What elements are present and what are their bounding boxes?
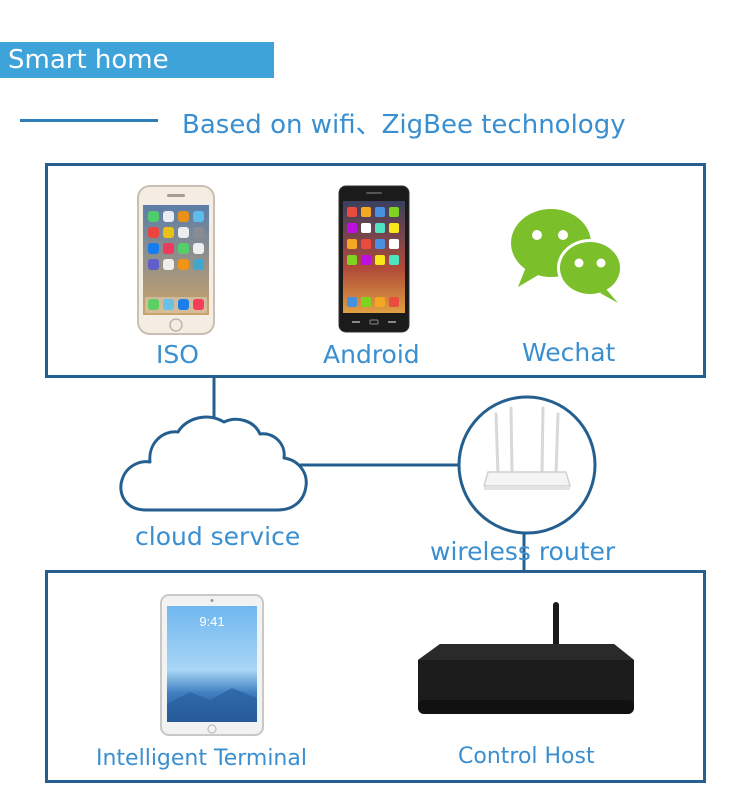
iso-label: ISO xyxy=(156,340,199,369)
cloud-icon xyxy=(116,410,312,518)
tablet-icon: 9:41 xyxy=(160,594,264,736)
wechat-label: Wechat xyxy=(522,338,615,367)
wechat-icon xyxy=(508,205,626,305)
wireless-router-label: wireless router xyxy=(430,537,615,566)
intelligent-terminal-label: Intelligent Terminal xyxy=(96,746,307,771)
subtitle-rule xyxy=(20,119,158,122)
subtitle: Based on wifi、ZigBee technology xyxy=(182,104,626,141)
control-host-icon xyxy=(414,600,638,718)
cloud-service-label: cloud service xyxy=(135,522,300,551)
wireless-router-icon xyxy=(456,394,598,536)
android-phone-icon xyxy=(338,185,410,333)
page-title: Smart home platform xyxy=(0,42,274,78)
tablet-time: 9:41 xyxy=(199,614,224,629)
android-label: Android xyxy=(323,340,420,369)
control-host-label: Control Host xyxy=(458,744,595,769)
iphone-icon xyxy=(137,185,215,335)
